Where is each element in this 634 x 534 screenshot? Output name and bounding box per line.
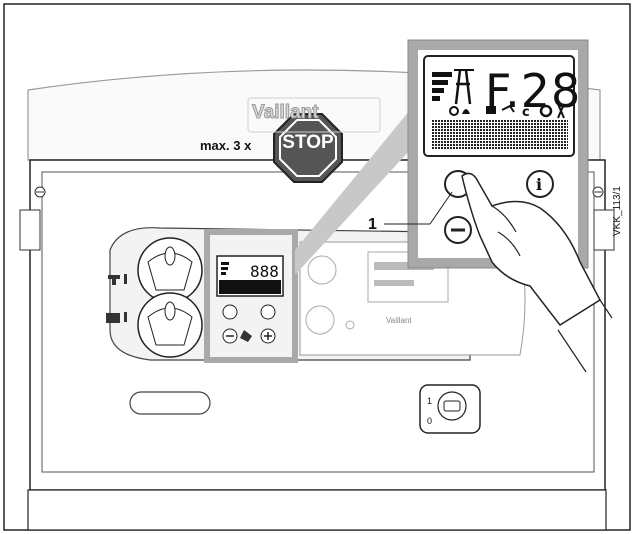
hand-pressing-icon <box>461 172 613 373</box>
lcd-text-band <box>432 120 568 150</box>
brand-plate <box>247 97 381 133</box>
radiator-icon <box>106 312 127 323</box>
brand-small-text: Vaillant <box>386 316 412 325</box>
pressure-gauge-icon <box>307 255 337 285</box>
callout-number-label: 1 <box>368 216 377 233</box>
svg-text:0: 0 <box>427 416 432 426</box>
figure-reference-label: VKK_113/1 <box>612 186 623 236</box>
lcd-status-icons: c <box>449 103 565 120</box>
small-mode-button[interactable] <box>222 304 238 320</box>
brand-logo-text: Vaillant <box>252 102 320 124</box>
boiler-bottom-strip <box>27 489 607 531</box>
max-repeat-label: max. 3 x <box>200 138 252 153</box>
temperature-gauge-icon <box>305 305 335 335</box>
small-control-highlight <box>204 229 298 363</box>
svg-text:1: 1 <box>427 396 432 406</box>
fault-code-readout: F.28 <box>485 64 582 118</box>
drawer-handle <box>129 391 211 415</box>
zoomed-info-button[interactable] <box>526 170 554 198</box>
right-bracket <box>593 209 615 251</box>
chimney-sweep-icon <box>454 69 474 105</box>
tap-icon <box>108 274 127 285</box>
stop-sign-icon <box>273 113 343 183</box>
small-hand-icon <box>240 330 252 342</box>
info-icon: i <box>536 175 542 194</box>
left-bracket <box>19 209 41 251</box>
small-info-button[interactable] <box>260 304 276 320</box>
callout-connector <box>295 110 410 275</box>
flame-level-icon <box>432 72 452 77</box>
stop-sign-label: STOP <box>282 132 334 153</box>
svg-text:c: c <box>522 105 530 120</box>
small-display-readout: 888 <box>250 262 279 281</box>
